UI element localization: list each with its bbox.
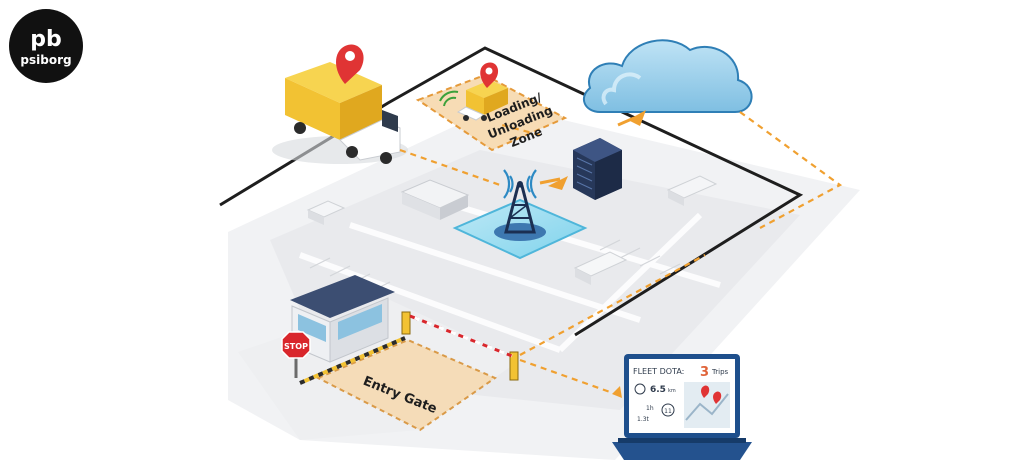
stat-time: 1h [646,405,654,412]
wifi-signal-icon [503,169,537,199]
map-pin-icon [701,385,710,398]
location-pin-small-icon [480,62,499,88]
background-truck [666,175,718,206]
truck-small-icon [456,80,508,121]
stat-distance-unit: km [668,388,676,394]
logo-name: psiborg [20,53,71,67]
stat-count: 11 [664,408,672,415]
solid-flow-lines [539,116,635,185]
wifi-signal-small-icon [439,90,459,107]
stop-sign-label: STOP [284,342,308,351]
trip-count: 3 [700,365,709,380]
warehouse-building [400,179,470,220]
stop-sign-icon: STOP [281,331,311,378]
flow-arrows [548,110,646,398]
map-pin-2-icon [713,391,722,404]
stat-load: 1.3t [637,416,650,423]
cloud-icon [582,39,753,113]
guard-booth [290,275,395,363]
cell-tower-icon [494,181,546,241]
trip-unit: Trips [711,368,729,376]
data-route-lines [399,111,843,394]
laptop-dashboard: FLEET DOTA: 3 Trips 6.5 km 1h 1.3t 11 [633,365,730,428]
background-bus [573,251,628,285]
background-van [306,200,346,225]
gate-barrier [401,311,519,381]
server-icon [573,138,622,200]
location-pin-icon [336,44,364,84]
logo-mark: pb [30,27,62,52]
stat-distance: 6.5 [650,385,666,395]
psiborg-logo: pb psiborg [9,9,83,83]
truck-icon [272,62,408,164]
dashboard-title: FLEET DOTA: [633,367,684,376]
